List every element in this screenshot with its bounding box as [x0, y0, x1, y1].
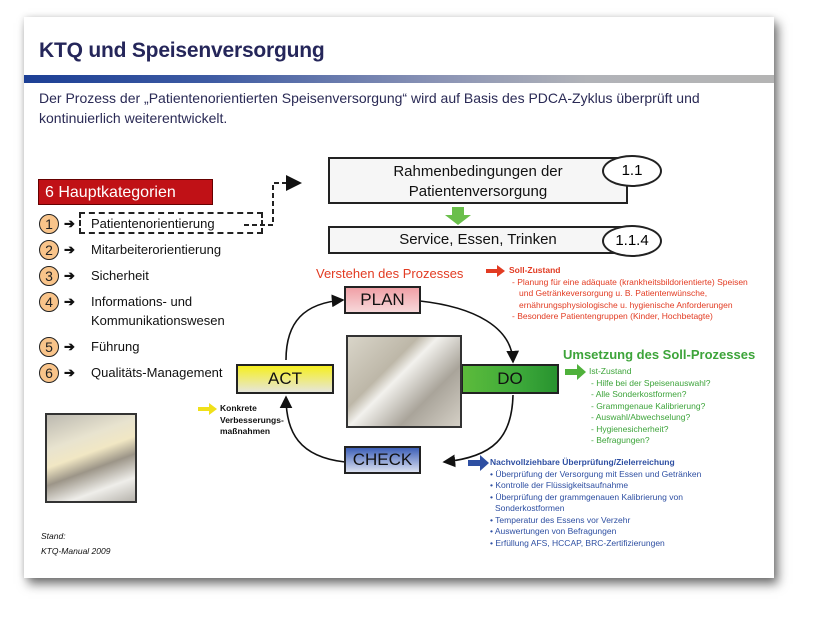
category-label: Qualitäts-Management	[91, 365, 223, 380]
number-circle: 2	[39, 240, 59, 260]
slide: KTQ und Speisenversorgung Der Prozess de…	[24, 17, 774, 578]
category-label: Führung	[91, 339, 140, 354]
do-box: DO	[461, 364, 559, 394]
act-notes: Konkrete Verbesserungs- maßnahmen	[220, 403, 284, 438]
title-bar	[24, 75, 774, 83]
source-line2: KTQ-Manual 2009	[41, 546, 111, 556]
category-label: Informations- und	[91, 294, 193, 309]
framework-line1: Rahmenbedingungen der	[393, 163, 563, 180]
do-note: - Hygienesicherheit?	[591, 423, 669, 434]
act-note: Verbesserungs-	[220, 414, 284, 425]
slide-title: KTQ und Speisenversorgung	[39, 39, 325, 62]
code-oval-1-1-4: 1.1.4	[602, 225, 662, 257]
red-arrow-icon	[486, 265, 505, 277]
category-label-line2: Kommunikationswesen	[91, 313, 225, 328]
act-note: maßnahmen	[220, 426, 271, 436]
number-circle: 1	[39, 214, 59, 234]
framework-box: Rahmenbedingungen der Patientenversorgun…	[328, 157, 628, 204]
code-oval-1-1: 1.1	[602, 155, 662, 187]
check-note: • Kontrolle der Flüssigkeitsaufnahme	[490, 480, 629, 490]
arrow-right-icon: ➔	[64, 294, 75, 309]
patient-photo	[346, 335, 462, 428]
number-circle: 4	[39, 292, 59, 312]
number-circle: 6	[39, 363, 59, 383]
act-note: Konkrete	[220, 403, 257, 413]
yellow-arrow-icon	[198, 403, 217, 415]
dashed-connector	[244, 175, 302, 226]
do-note: - Auswahl/Abwechselung?	[591, 412, 691, 422]
check-note: • Überprüfung der grammgenauen Kalibrier…	[490, 491, 683, 502]
cycle-arrow-act-to-plan	[285, 294, 345, 361]
number-circle: 5	[39, 337, 59, 357]
do-notes: Ist-Zustand - Hilfe bei der Speisenauswa…	[589, 366, 711, 447]
highlight-dashed-box	[79, 212, 263, 234]
cycle-arrow-check-to-act	[279, 395, 346, 463]
check-note: • Erfüllung AFS, HCCAP, BRC-Zertifizieru…	[490, 537, 665, 548]
plan-note: ernährungsphysiologische u. hygienische …	[519, 299, 733, 310]
plan-note: - Besondere Patientengruppen (Kinder, Ho…	[512, 311, 713, 321]
plan-notes: Soll-Zustand - Planung für eine adäquate…	[509, 265, 779, 323]
service-box: Service, Essen, Trinken	[328, 226, 628, 254]
plan-notes-heading: Soll-Zustand	[509, 265, 561, 275]
act-box: ACT	[236, 364, 334, 394]
category-label: Mitarbeiterorientierung	[91, 242, 222, 257]
arrow-right-icon: ➔	[64, 216, 75, 231]
arrow-right-icon: ➔	[64, 365, 75, 380]
check-note: • Auswertungen von Befragungen	[490, 526, 617, 536]
arrow-right-icon: ➔	[64, 339, 75, 354]
arrow-right-icon: ➔	[64, 242, 75, 257]
category-label: Patientenorientierung	[91, 216, 215, 231]
plan-caption: Verstehen des Prozesses	[316, 266, 464, 281]
source-note: Stand: KTQ-Manual 2009	[41, 529, 110, 559]
cycle-arrow-do-to-check	[442, 394, 514, 468]
source-line1: Stand:	[41, 531, 66, 541]
do-note: - Grammgenaue Kalibrierung?	[591, 400, 706, 411]
check-note: • Temperatur des Essens vor Verzehr	[490, 514, 631, 525]
plan-note: und Getränkeversorgung u. B. Patientenwü…	[519, 288, 708, 298]
cycle-arrow-plan-to-do	[419, 300, 520, 364]
check-box: CHECK	[344, 446, 421, 474]
number-circle: 3	[39, 266, 59, 286]
plan-note: - Planung für eine adäquate (krankheitsb…	[512, 276, 748, 287]
intro-text: Der Prozess der „Patientenorientierten S…	[39, 90, 700, 126]
blue-arrow-icon	[468, 455, 489, 471]
kitchen-photo	[45, 413, 137, 503]
framework-line2: Patientenversorgung	[408, 183, 548, 200]
diagram-connectors	[198, 175, 586, 471]
do-note: - Alle Sonderkostformen?	[591, 389, 687, 399]
plan-box: PLAN	[344, 286, 421, 314]
check-note: Sonderkostformen	[495, 503, 565, 513]
do-note: - Hilfe bei der Speisenauswahl?	[591, 377, 711, 388]
do-note: - Befragungen?	[591, 435, 650, 445]
green-arrow-icon	[565, 364, 586, 380]
do-notes-heading: Ist-Zustand	[589, 366, 632, 376]
check-notes: Nachvollziehbare Überprüfung/Zielerreich…	[490, 457, 770, 549]
green-down-arrow	[445, 207, 471, 225]
categories-heading: 6 Hauptkategorien	[38, 179, 213, 205]
check-note: • Überprüfung der Versorgung mit Essen u…	[490, 468, 702, 479]
arrow-right-icon: ➔	[64, 268, 75, 283]
check-notes-heading: Nachvollziehbare Überprüfung/Zielerreich…	[490, 457, 675, 467]
category-label: Sicherheit	[91, 268, 149, 283]
do-notes-title: Umsetzung des Soll-Prozesses	[563, 347, 756, 362]
